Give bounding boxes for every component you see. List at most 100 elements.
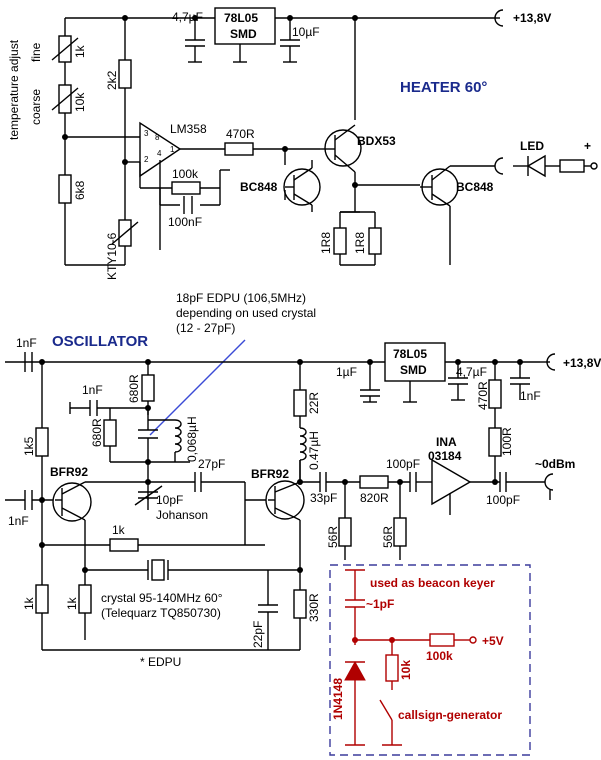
resistor-470R-bottom [488, 379, 502, 409]
label-crystal-1: crystal 95-140MHz 60° [101, 591, 223, 605]
label-r-1k-mid: 1k [65, 596, 79, 610]
label-r-100R: 100R [500, 427, 514, 456]
label-c-1nF-top: 1nF [82, 383, 103, 397]
label-lm358: LM358 [170, 122, 207, 136]
label-r-56R-a: 56R [326, 526, 340, 548]
label-r-330R: 330R [307, 593, 321, 622]
label-c-47uF-top: 4,7µF [172, 10, 203, 24]
resistor-1k-left [35, 584, 49, 614]
resistor-1R8-b [368, 227, 382, 255]
label-edpu-note-2: depending on used crystal [176, 306, 316, 320]
label-ina-1: INA [436, 435, 457, 449]
label-r-10k: 10k [73, 92, 87, 112]
resistor-56R-b [393, 517, 407, 547]
label-c-1uF: 1µF [336, 365, 357, 379]
heater-labels: temperature adjust fine coarse 1k 10k 6k… [7, 10, 591, 280]
label-pin1: 1 [170, 145, 175, 154]
label-ina-2: 03184 [428, 449, 462, 463]
label-c-10uF: 10µF [292, 25, 320, 39]
resistor-10k-keyer [385, 654, 399, 682]
label-supply-bot: +13,8V [563, 356, 601, 370]
label-reg-top-b: SMD [230, 27, 257, 41]
label-callsign: callsign-generator [398, 708, 502, 722]
label-supply-top: +13,8V [513, 11, 551, 25]
label-c-27pF: 27pF [198, 457, 225, 471]
resistor-2k2 [118, 59, 132, 89]
resistor-56R-a [338, 517, 352, 547]
inductor-047 [299, 427, 307, 461]
label-pin3: 3 [144, 129, 149, 138]
resistor-1k-mid [78, 584, 92, 614]
label-temp-adjust: temperature adjust [7, 39, 21, 140]
resistor-6k8 [58, 174, 72, 204]
label-r-56R-b: 56R [381, 526, 395, 548]
resistor-led [559, 159, 585, 173]
label-r-1k-left: 1k [22, 596, 36, 610]
label-l-0068: 0,068µH [185, 416, 199, 462]
label-c-47uF-bot: 4,7µF [456, 365, 487, 379]
label-r-1R8-b: 1R8 [353, 232, 367, 254]
label-bc848-left: BC848 [240, 180, 278, 194]
transistor-bdx53 [324, 129, 362, 167]
label-c-10pF: 10pF [156, 493, 183, 507]
inductor-0068 [174, 419, 182, 453]
label-r-680R-b: 680R [90, 418, 104, 447]
label-r-470R-bot: 470R [476, 381, 490, 410]
label-c-22pF: 22pF [251, 621, 265, 648]
label-r-22R: 22R [307, 392, 321, 414]
resistor-100k-keyer [429, 633, 455, 647]
diode-1n4148 [344, 660, 366, 681]
label-r-1R8-a: 1R8 [319, 232, 333, 254]
transistor-bc848-left [283, 168, 321, 206]
crystal [151, 559, 165, 581]
resistor-470R-heater [224, 142, 254, 156]
label-bfr92-right: BFR92 [251, 467, 289, 481]
label-led: LED [520, 139, 544, 153]
label-r-1k5: 1k5 [22, 436, 36, 456]
oscillator-section [5, 339, 556, 651]
label-fine: fine [29, 42, 43, 62]
resistor-330R [293, 589, 307, 619]
label-d-1n4148: 1N4148 [331, 678, 345, 720]
label-r-100k: 100k [172, 167, 199, 181]
note-pointer-line [149, 339, 246, 436]
label-pin2: 2 [144, 155, 149, 164]
resistor-100k-feedback [171, 181, 201, 195]
label-bc848-right: BC848 [456, 180, 494, 194]
label-c-100nF: 100nF [168, 215, 202, 229]
resistor-820R [359, 475, 389, 489]
label-r-820R: 820R [360, 491, 389, 505]
resistor-680R-a [141, 374, 155, 402]
beacon-keyer [329, 564, 531, 756]
label-plus: + [584, 139, 591, 153]
label-coarse: coarse [29, 89, 43, 125]
resistor-680R-b [103, 419, 117, 447]
label-reg-bot-a: 78L05 [393, 347, 427, 361]
label-out: ~0dBm [535, 457, 575, 471]
label-kty: KTY10-6 [105, 232, 119, 280]
regulator-78l05-top [214, 7, 276, 45]
label-bdx53: BDX53 [357, 134, 396, 148]
amplifier-ina03184 [431, 458, 472, 506]
label-plus5v: +5V [482, 634, 504, 648]
label-pin8: 8 [155, 133, 160, 142]
resistor-22R [293, 389, 307, 417]
label-l-047: 0.47µH [307, 431, 321, 470]
label-c-100pF-a: 100pF [386, 457, 420, 471]
label-r-1k-fb: 1k [112, 523, 126, 537]
label-edpu-note-3: (12 - 27pF) [176, 321, 235, 335]
oscillator-labels: 18pF EDPU (106,5MHz) depending on used c… [8, 291, 601, 722]
label-r-470R-top: 470R [226, 127, 255, 141]
output-connector [544, 473, 554, 491]
label-crystal-2: (Telequarz TQ850730) [101, 606, 221, 620]
label-r-2k2: 2k2 [105, 70, 119, 90]
label-johanson: Johanson [156, 508, 208, 522]
label-c-100pF-b: 100pF [486, 493, 520, 507]
label-r-100k-bot: 100k [426, 649, 453, 663]
label-beacon: used as beacon keyer [370, 576, 495, 590]
label-c-1pF: ~1pF [366, 597, 394, 611]
label-c-1nF-in: 1nF [16, 336, 37, 350]
label-c-1nF-base: 1nF [8, 514, 29, 528]
